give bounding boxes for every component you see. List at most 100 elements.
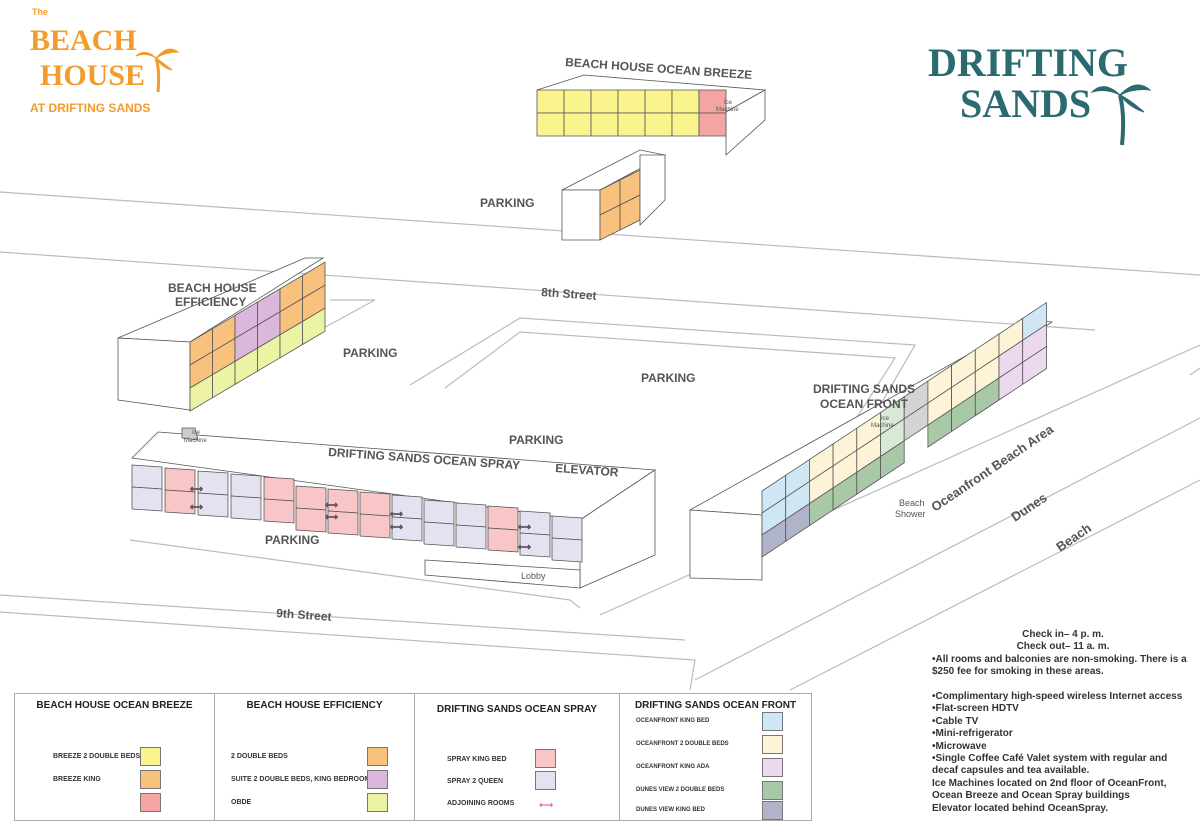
room-cell [263,498,295,524]
room-cell [302,307,326,346]
legend-swatch [140,747,161,766]
info-line: •Complimentary high-speed wireless Inter… [932,691,1183,703]
info-line: •Mini-refrigerator [932,728,1013,740]
room-cell [1022,345,1047,386]
lobby-label: Lobby [521,571,546,581]
ocean-breeze-building [536,74,767,241]
info-line: •Flat-screen HDTV [932,703,1019,715]
ice-machine-label-2: Machine [184,438,207,444]
beach-edge [694,417,1200,681]
street-edge [0,611,696,691]
info-line: •Microwave [932,740,987,752]
room-cell [617,89,646,114]
legend-swatch [762,758,783,777]
legend-label: OBDE [231,799,252,806]
lot-outline [129,539,581,609]
efficiency-building [117,257,326,412]
beach-shower-label-2: Shower [895,509,926,519]
svg-text:BEACH: BEACH [30,24,137,57]
svg-text:DRIFTING: DRIFTING [928,40,1128,85]
legend-label: BREEZE KING [53,776,101,783]
adjoining-arrow-icon: ⟷ [539,800,554,811]
room-cell [551,537,583,563]
parking-label: PARKING [641,371,695,385]
legend-swatch [367,747,388,766]
room-cell [551,515,583,541]
legend-title: BEACH HOUSE EFFICIENCY [246,700,383,711]
room-cell [590,112,619,137]
ocean-front-building [688,301,1054,581]
ocean-spray-building: ⟷⟷⟷⟷⟷⟷⟷⟷ [131,427,657,589]
room-cell [230,495,262,521]
legend-title: BEACH HOUSE OCEAN BREEZE [36,700,193,711]
amenities-info: Check in– 4 p. m. Check out– 11 a. m. •A… [932,629,1194,815]
info-line: •Cable TV [932,715,979,727]
adjoining-arrow-icon: ⟷ [518,542,531,552]
legend-swatch [762,801,783,820]
room-cell [423,521,455,547]
room-cell [197,492,229,518]
palm-tree-icon [1090,84,1152,146]
adjoining-arrow-icon: ⟷ [325,500,338,510]
room-cell [698,112,727,137]
parking-label: PARKING [265,533,319,547]
legend-label: OCEANFRONT KING ADA [636,764,710,770]
legend-swatch [535,749,556,768]
room-cell [391,516,423,542]
room-cell [327,510,359,536]
legend-swatch [367,770,388,789]
svg-text:AT DRIFTING SANDS: AT DRIFTING SANDS [30,101,150,115]
room-cell [455,524,487,550]
room-cell [671,112,700,137]
lot-outline [444,331,897,429]
svg-text:HOUSE: HOUSE [40,59,145,92]
street-edge [0,251,1096,331]
adjoining-arrow-icon: ⟷ [190,502,203,512]
room-cell [423,499,455,525]
room-cell [563,112,592,137]
legend-ocean-breeze: BEACH HOUSE OCEAN BREEZE BREEZE 2 DOUBLE… [15,694,215,820]
room-cell [131,486,163,512]
room-cell [487,505,519,531]
room-cell [644,112,673,137]
room-cell [230,473,262,499]
room-cell [563,89,592,114]
room-cell [671,89,700,114]
drifting-sands-logo: DRIFTING SANDS [928,40,1152,146]
info-line: •All rooms and balconies are non-smoking… [932,653,1187,678]
ice-machine-label-2: Machine [716,107,739,113]
legend-ocean-spray: DRIFTING SANDS OCEAN SPRAY SPRAY KING BE… [415,694,620,820]
room-cell [359,491,391,517]
room-cell [263,476,295,502]
lot-outline [319,299,376,331]
legend-label: OCEANFRONT 2 DOUBLE BEDS [636,741,729,747]
room-cell [880,440,905,480]
adjoining-arrow-icon: ⟷ [325,512,338,522]
adjoining-arrow-icon: ⟷ [518,522,531,532]
legend-swatch [762,712,783,731]
legend-swatch [762,735,783,754]
eighth-street-label: 8th Street [541,285,597,303]
room-cell [487,527,519,553]
room-cell [644,89,673,114]
room-cell [359,513,391,539]
ice-machine-label-2: Machine [871,423,894,429]
legend-title: DRIFTING SANDS OCEAN SPRAY [436,704,598,715]
room-cell [536,89,565,114]
legend-label: 2 DOUBLE BEDS [231,753,288,760]
room-cell [295,507,327,533]
legend-swatch [535,771,556,790]
checkin-time: Check in– 4 p. m. [1022,629,1104,640]
legend-label: SPRAY KING BED [447,756,507,763]
parking-label: PARKING [509,433,563,447]
palm-tree-icon [135,48,180,93]
legend-swatch [140,770,161,789]
room-cell [164,489,196,515]
elevator-label: ELEVATOR [555,461,619,479]
legend-label: SUITE 2 DOUBLE BEDS, KING BEDROOM [231,776,371,783]
dunes-label: Dunes [1008,490,1049,525]
checkout-time: Check out– 11 a. m. [1016,641,1110,653]
legend-label: SPRAY 2 QUEEN [447,778,504,785]
ocean-front-label-1: DRIFTING SANDS [813,382,915,396]
